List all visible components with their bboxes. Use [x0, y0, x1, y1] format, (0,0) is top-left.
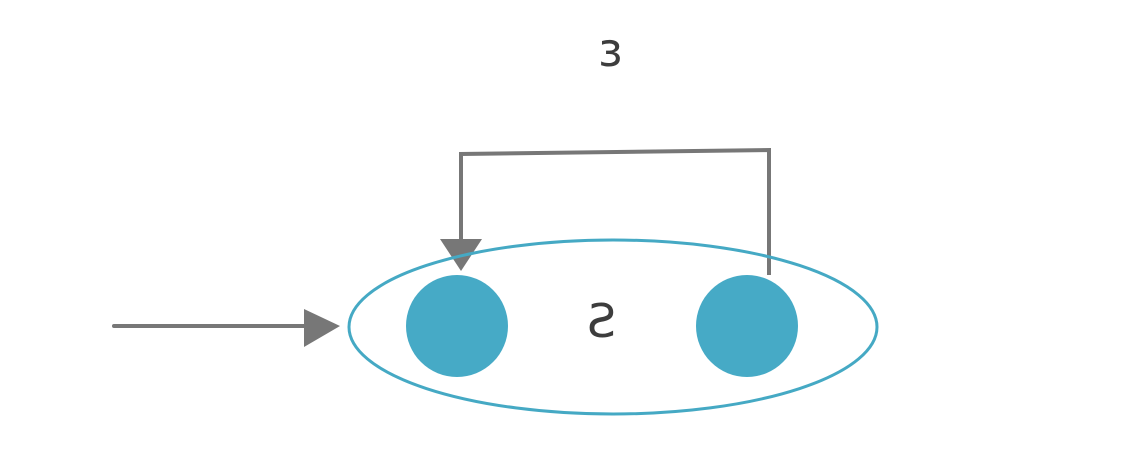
state-boundary-ellipse: [347, 238, 879, 416]
right-arrow-icon: [304, 309, 340, 347]
state-s-label: S: [587, 294, 617, 348]
transition-epsilon-label: ε: [598, 23, 623, 77]
loop-transition: [459, 147, 771, 275]
loop-transition-line: [459, 147, 771, 275]
left-state-node: [406, 275, 508, 377]
right-state-node: [696, 275, 798, 377]
